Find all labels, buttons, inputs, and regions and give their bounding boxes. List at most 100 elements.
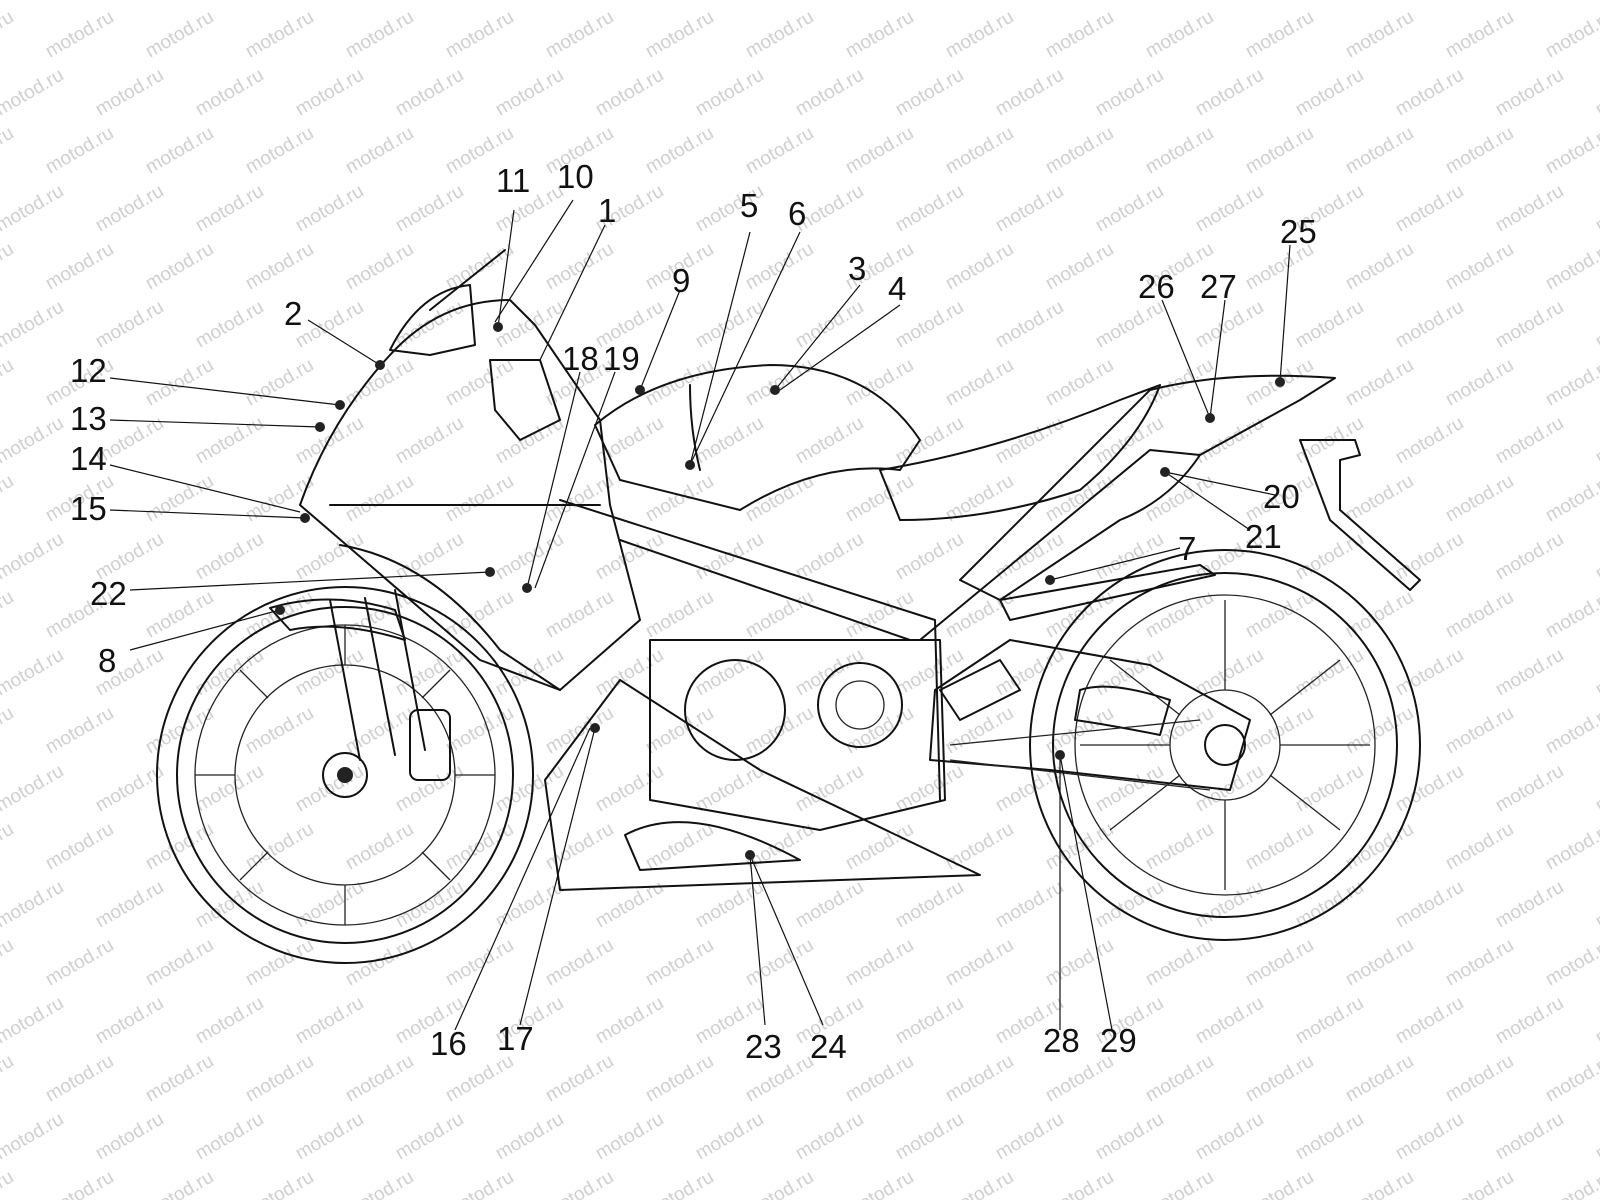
watermark-text: motod.ru xyxy=(1192,645,1267,701)
watermark-text: motod.ru xyxy=(92,993,167,1049)
watermark-text: motod.ru xyxy=(342,239,417,295)
watermark-text: motod.ru xyxy=(1192,65,1267,121)
callout-4: 4 xyxy=(888,270,906,307)
watermark-text: motod.ru xyxy=(42,1051,117,1107)
watermark-text: motod.ru xyxy=(192,65,267,121)
watermark-text: motod.ru xyxy=(0,877,67,933)
watermark-text: motod.ru xyxy=(1492,529,1567,585)
watermark-text: motod.ru xyxy=(892,761,967,817)
watermark-text: motod.ru xyxy=(892,65,967,121)
watermark-text: motod.ru xyxy=(1492,993,1567,1049)
watermark-text: motod.ru xyxy=(192,529,267,585)
watermark-text: motod.ru xyxy=(42,703,117,759)
watermark-text: motod.ru xyxy=(142,239,217,295)
watermark-text: motod.ru xyxy=(1492,413,1567,469)
watermark-text: motod.ru xyxy=(1392,529,1467,585)
watermark-text: motod.ru xyxy=(0,239,17,295)
watermark-text: motod.ru xyxy=(892,1109,967,1165)
watermark-text: motod.ru xyxy=(992,65,1067,121)
watermark-text: motod.ru xyxy=(1192,993,1267,1049)
watermark-text: motod.ru xyxy=(0,65,67,121)
watermark-text: motod.ru xyxy=(542,587,617,643)
watermark-text: motod.ru xyxy=(642,471,717,527)
callout-9: 9 xyxy=(672,262,690,299)
watermark-text: motod.ru xyxy=(442,355,517,411)
callout-6: 6 xyxy=(788,195,806,232)
watermark-text: motod.ru xyxy=(642,7,717,63)
watermark-text: motod.ru xyxy=(442,819,517,875)
watermark-text: motod.ru xyxy=(592,529,667,585)
watermark-text: motod.ru xyxy=(1092,645,1167,701)
watermark-text: motod.ru xyxy=(1392,413,1467,469)
watermark-text: motod.ru xyxy=(0,413,67,469)
callout-16: 16 xyxy=(430,1025,467,1062)
watermark-text: motod.ru xyxy=(1242,587,1317,643)
watermark-text: motod.ru xyxy=(292,761,367,817)
watermark-text: motod.ru xyxy=(1242,1051,1317,1107)
callout-13: 13 xyxy=(70,400,107,437)
watermark-text: motod.ru xyxy=(792,0,867,4)
watermark-text: motod.ru xyxy=(492,1109,567,1165)
callout-29: 29 xyxy=(1100,1022,1137,1059)
watermark-text: motod.ru xyxy=(942,239,1017,295)
watermark-text: motod.ru xyxy=(392,65,467,121)
watermark-text: motod.ru xyxy=(1342,819,1417,875)
watermark-text: motod.ru xyxy=(1292,65,1367,121)
watermark-text: motod.ru xyxy=(542,1167,617,1200)
watermark-text: motod.ru xyxy=(1292,297,1367,353)
watermark-text: motod.ru xyxy=(1342,7,1417,63)
watermark-text: motod.ru xyxy=(842,471,917,527)
watermark-text: motod.ru xyxy=(1542,935,1600,991)
watermark-text: motod.ru xyxy=(1542,1051,1600,1107)
watermark-text: motod.ru xyxy=(142,471,217,527)
watermark-text: motod.ru xyxy=(692,529,767,585)
watermark-text: motod.ru xyxy=(1592,297,1600,353)
watermark-text: motod.ru xyxy=(1442,355,1517,411)
watermark-text: motod.ru xyxy=(92,1109,167,1165)
watermark-text: motod.ru xyxy=(1292,529,1367,585)
watermark-text: motod.ru xyxy=(1592,761,1600,817)
watermark-text: motod.ru xyxy=(1392,1109,1467,1165)
watermark-text: motod.ru xyxy=(392,413,467,469)
watermark-text: motod.ru xyxy=(1142,587,1217,643)
watermark-text: motod.ru xyxy=(1092,761,1167,817)
watermark-text: motod.ru xyxy=(1492,65,1567,121)
watermark-text: motod.ru xyxy=(1292,1109,1367,1165)
watermark-text: motod.ru xyxy=(642,123,717,179)
watermark-text: motod.ru xyxy=(892,877,967,933)
watermark-text: motod.ru xyxy=(842,123,917,179)
watermark-text: motod.ru xyxy=(1242,123,1317,179)
watermark-text: motod.ru xyxy=(0,529,67,585)
watermark-text: motod.ru xyxy=(1542,123,1600,179)
watermark-text: motod.ru xyxy=(0,1109,67,1165)
callout-22: 22 xyxy=(90,575,127,612)
watermark-text: motod.ru xyxy=(1242,7,1317,63)
callout-26: 26 xyxy=(1138,268,1175,305)
watermark-text: motod.ru xyxy=(942,819,1017,875)
watermark-text: motod.ru xyxy=(192,0,267,4)
watermark-text: motod.ru xyxy=(1392,877,1467,933)
watermark-text: motod.ru xyxy=(242,1167,317,1200)
watermark-text: motod.ru xyxy=(692,761,767,817)
callout-23: 23 xyxy=(745,1028,782,1065)
watermark-text: motod.ru xyxy=(692,1109,767,1165)
watermark-text: motod.ru xyxy=(692,0,767,4)
watermark-text: motod.ru xyxy=(942,355,1017,411)
watermark-text: motod.ru xyxy=(1192,413,1267,469)
watermark-text: motod.ru xyxy=(1342,123,1417,179)
watermark-text: motod.ru xyxy=(1142,935,1217,991)
watermark-text: motod.ru xyxy=(1492,297,1567,353)
watermark-text: motod.ru xyxy=(392,761,467,817)
watermark-text: motod.ru xyxy=(142,935,217,991)
watermark-text: motod.ru xyxy=(1092,181,1167,237)
watermark-text: motod.ru xyxy=(342,7,417,63)
watermark-text: motod.ru xyxy=(1542,355,1600,411)
watermark-text: motod.ru xyxy=(192,993,267,1049)
watermark-text: motod.ru xyxy=(1142,1051,1217,1107)
watermark-text: motod.ru xyxy=(992,1109,1067,1165)
watermark-text: motod.ru xyxy=(1492,877,1567,933)
watermark-text: motod.ru xyxy=(242,7,317,63)
watermark-text: motod.ru xyxy=(0,297,67,353)
watermark-text: motod.ru xyxy=(1442,935,1517,991)
watermark-text: motod.ru xyxy=(842,935,917,991)
